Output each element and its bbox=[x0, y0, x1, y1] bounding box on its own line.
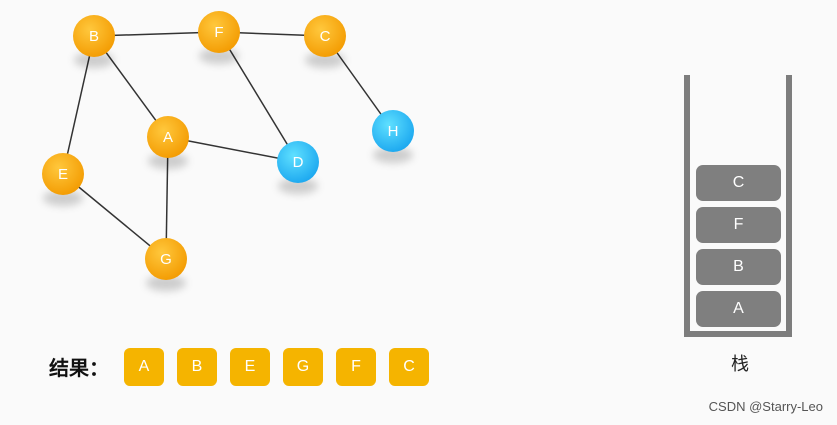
edge-E-G bbox=[62, 173, 167, 260]
node-G: G bbox=[145, 238, 187, 280]
node-shadow-E bbox=[43, 190, 83, 206]
result-item: F bbox=[336, 348, 376, 386]
node-shadow-A bbox=[148, 153, 188, 169]
node-C: C bbox=[304, 15, 346, 57]
stack-left-wall bbox=[684, 75, 690, 337]
node-circle-C bbox=[304, 15, 346, 57]
node-label-H: H bbox=[388, 123, 399, 140]
node-circle-B bbox=[73, 15, 115, 57]
node-D: D bbox=[277, 141, 319, 183]
node-shadow-D bbox=[278, 178, 318, 194]
node-shadow-F bbox=[199, 48, 239, 64]
stack-bottom-wall bbox=[684, 331, 792, 337]
node-label-C: C bbox=[320, 28, 331, 45]
node-label-B: B bbox=[89, 28, 99, 45]
node-label-G: G bbox=[160, 251, 172, 268]
stack-right-wall bbox=[786, 75, 792, 337]
node-shadow-B bbox=[74, 52, 114, 68]
result-item: G bbox=[283, 348, 323, 386]
node-label-A: A bbox=[163, 129, 173, 146]
node-circle-H bbox=[372, 110, 414, 152]
node-circle-A bbox=[147, 116, 189, 158]
node-circle-F bbox=[198, 11, 240, 53]
result-label: 结果： bbox=[49, 356, 109, 380]
node-H: H bbox=[372, 110, 414, 152]
node-circle-E bbox=[42, 153, 84, 195]
node-B: B bbox=[73, 15, 115, 57]
node-label-F: F bbox=[214, 24, 223, 41]
stack-item: F bbox=[696, 207, 781, 243]
node-F: F bbox=[198, 11, 240, 53]
node-E: E bbox=[42, 153, 84, 195]
result-item: E bbox=[230, 348, 270, 386]
stack-caption: 栈 bbox=[731, 354, 749, 375]
edge-A-D bbox=[167, 136, 299, 163]
node-shadow-H bbox=[373, 147, 413, 163]
node-circle-D bbox=[277, 141, 319, 183]
node-shadow-C bbox=[305, 52, 345, 68]
stack-item: A bbox=[696, 291, 781, 327]
watermark: CSDN @Starry-Leo bbox=[708, 399, 823, 414]
result-item: B bbox=[177, 348, 217, 386]
node-label-D: D bbox=[293, 154, 304, 171]
node-circle-G bbox=[145, 238, 187, 280]
node-label-E: E bbox=[58, 166, 68, 183]
stack-item: C bbox=[696, 165, 781, 201]
stack-item: B bbox=[696, 249, 781, 285]
node-A: A bbox=[147, 116, 189, 158]
result-item: A bbox=[124, 348, 164, 386]
node-shadow-G bbox=[146, 275, 186, 291]
result-item: C bbox=[389, 348, 429, 386]
